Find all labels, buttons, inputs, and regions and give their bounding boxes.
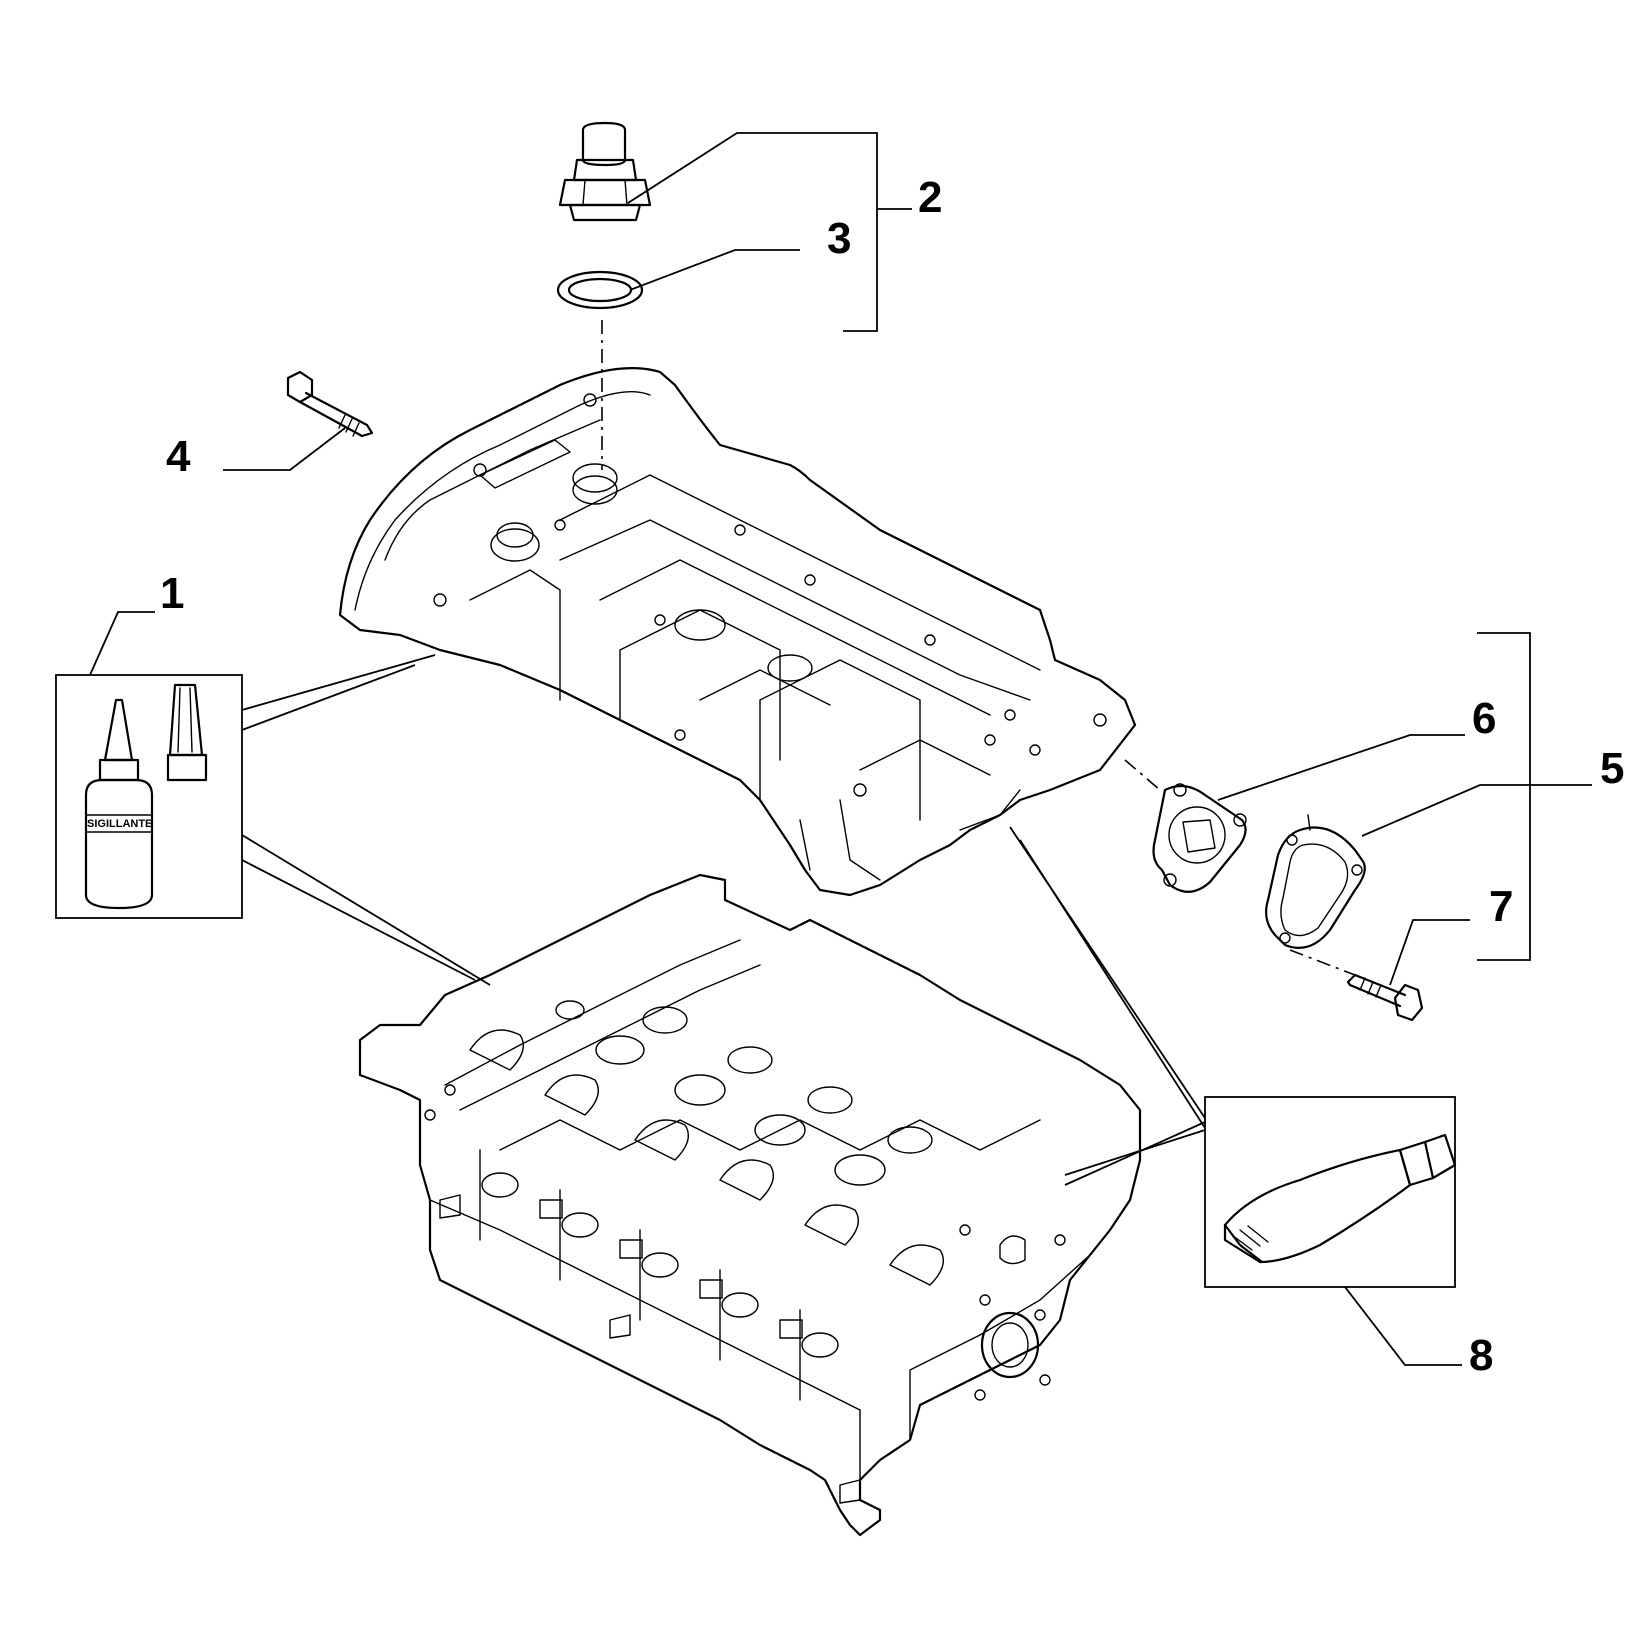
bolt-icon [286, 370, 374, 438]
cylinder-head-casting [358, 873, 1142, 1537]
cam-carrier-casting [338, 367, 1137, 897]
gasket-icon [1265, 814, 1366, 949]
bracket-group-2 [627, 132, 912, 332]
pump-cover-icon [1152, 783, 1247, 893]
callout-6: 6 [1472, 694, 1496, 743]
filler-plug-icon [558, 121, 652, 222]
sealant-tube-box [1009, 826, 1462, 1366]
callout-4: 4 [166, 432, 191, 481]
callout-5: 5 [1600, 744, 1624, 793]
callout-1: 1 [160, 569, 184, 618]
sealant-bottle-icon: SIGILLANTE [84, 698, 154, 910]
callout-3: 3 [827, 214, 851, 263]
callout-2: 2 [918, 173, 942, 222]
bracket-group-5 [1217, 632, 1592, 986]
callout-8: 8 [1469, 1331, 1493, 1380]
pump-bolt-icon [1346, 973, 1424, 1022]
sealant-tube-icon [1223, 1133, 1457, 1264]
leader-4 [223, 427, 346, 471]
sealant-box: SIGILLANTE [55, 611, 491, 986]
washer-icon [556, 270, 644, 310]
nozzle-cap-icon [166, 683, 208, 782]
bottle-label: SIGILLANTE [87, 818, 152, 830]
callout-7: 7 [1489, 882, 1513, 931]
